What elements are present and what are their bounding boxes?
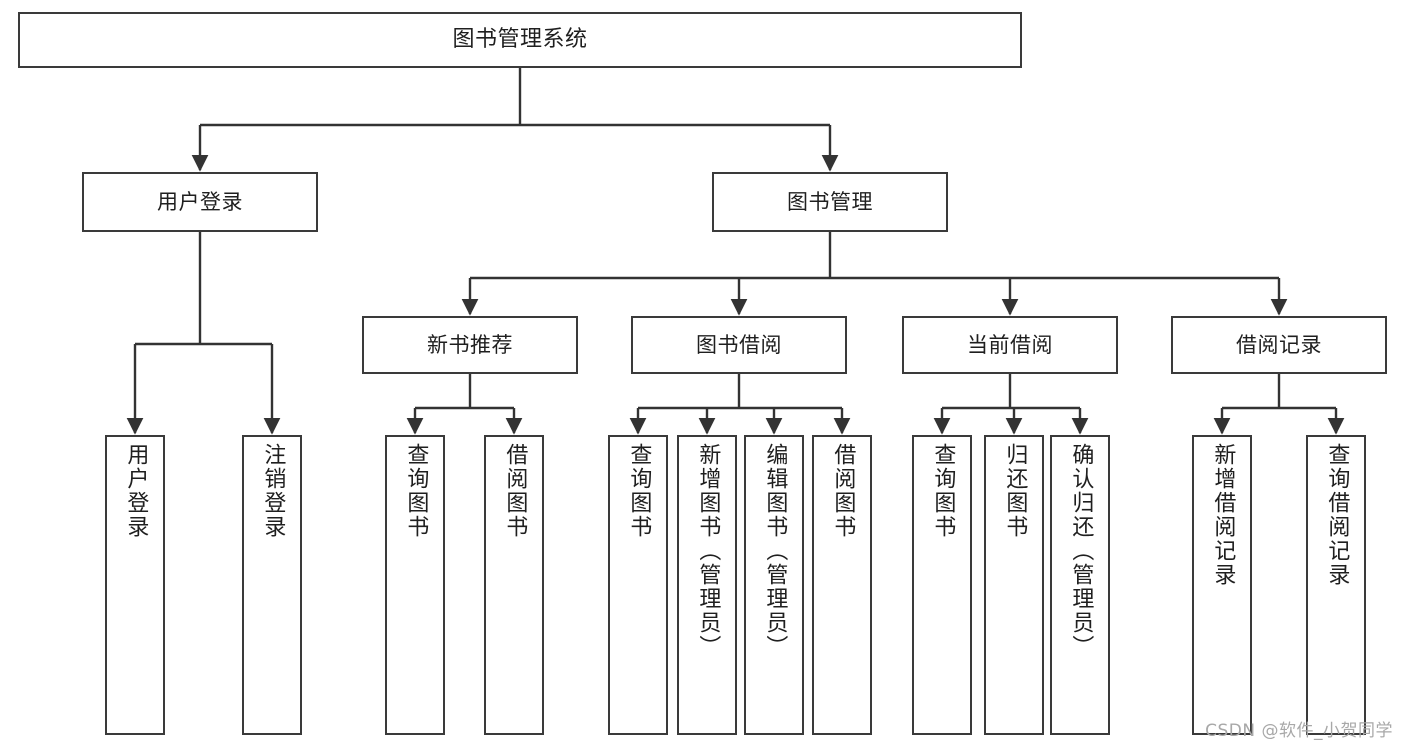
node-newbook[interactable]: 新书推荐	[362, 316, 578, 374]
node-root[interactable]: 图书管理系统	[18, 12, 1022, 68]
node-borrow[interactable]: 图书借阅	[631, 316, 847, 374]
node-label: 注销登录	[260, 443, 286, 539]
node-current[interactable]: 当前借阅	[902, 316, 1118, 374]
node-leaf-bor-edit[interactable]: 编辑图书（管理员）	[744, 435, 804, 735]
node-leaf-user-logout[interactable]: 注销登录	[242, 435, 302, 735]
node-leaf-rec-add[interactable]: 新增借阅记录	[1192, 435, 1252, 735]
node-label: 借阅记录	[1236, 332, 1322, 357]
node-leaf-cur-query[interactable]: 查询图书	[912, 435, 972, 735]
node-label: 编辑图书（管理员）	[762, 443, 788, 659]
node-label: 图书借阅	[696, 332, 782, 357]
node-leaf-new-query[interactable]: 查询图书	[385, 435, 445, 735]
node-label: 用户登录	[157, 189, 243, 214]
node-leaf-rec-query[interactable]: 查询借阅记录	[1306, 435, 1366, 735]
node-label: 新增借阅记录	[1210, 443, 1236, 587]
node-label: 查询图书	[403, 443, 429, 539]
node-label: 用户登录	[123, 443, 149, 539]
node-label: 图书管理	[787, 189, 873, 214]
node-label: 借阅图书	[502, 443, 528, 539]
node-leaf-cur-confirm[interactable]: 确认归还（管理员）	[1050, 435, 1110, 735]
node-label: 查询借阅记录	[1324, 443, 1350, 587]
node-label: 查询图书	[930, 443, 956, 539]
node-leaf-bor-query[interactable]: 查询图书	[608, 435, 668, 735]
node-bookmgmt[interactable]: 图书管理	[712, 172, 948, 232]
node-label: 借阅图书	[830, 443, 856, 539]
node-label: 图书管理系统	[452, 27, 588, 53]
node-label: 新增图书（管理员）	[695, 443, 721, 659]
node-leaf-bor-add[interactable]: 新增图书（管理员）	[677, 435, 737, 735]
node-label: 查询图书	[626, 443, 652, 539]
node-login[interactable]: 用户登录	[82, 172, 318, 232]
watermark-text: CSDN @软件_小贺同学	[1205, 721, 1393, 741]
node-label: 归还图书	[1002, 443, 1028, 539]
node-label: 确认归还（管理员）	[1068, 443, 1094, 659]
node-leaf-new-borrow[interactable]: 借阅图书	[484, 435, 544, 735]
node-records[interactable]: 借阅记录	[1171, 316, 1387, 374]
node-leaf-bor-lend[interactable]: 借阅图书	[812, 435, 872, 735]
node-label: 新书推荐	[427, 332, 513, 357]
node-leaf-cur-return[interactable]: 归还图书	[984, 435, 1044, 735]
node-leaf-user-login[interactable]: 用户登录	[105, 435, 165, 735]
node-label: 当前借阅	[967, 332, 1053, 357]
